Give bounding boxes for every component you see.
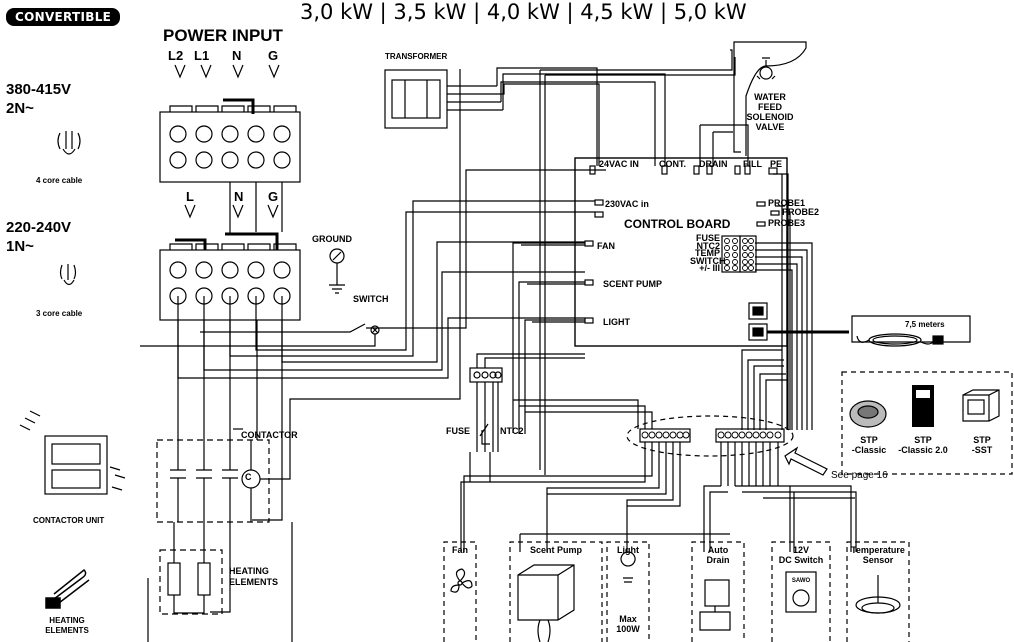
scent-pump-icon xyxy=(517,564,575,642)
power-options-title: 3,0 kW | 3,5 kW | 4,0 kW | 4,5 kW | 5,0 … xyxy=(300,0,747,24)
terminal-label: L2 xyxy=(168,48,184,63)
probe-label: PROBE2 xyxy=(782,207,820,217)
terminal-label: L xyxy=(186,189,194,204)
board-terminal-drain: DRAIN xyxy=(699,159,728,169)
phase-1phase: 1N~ xyxy=(6,238,34,255)
board-terminal-fill: FILL xyxy=(743,159,762,169)
convertible-badge: CONVERTIBLE xyxy=(6,8,121,26)
controller-label: STP-SST xyxy=(971,435,993,455)
terminal-block-3phase xyxy=(159,98,301,183)
terminal-label: N xyxy=(234,189,244,204)
contactor-label: CONTACTOR xyxy=(241,430,298,440)
ntc2-label: NTC2 xyxy=(500,426,524,436)
terminal-label: L1 xyxy=(194,48,210,63)
voltage-3phase: 380-415V xyxy=(6,81,72,98)
board-output-light: LIGHT xyxy=(603,317,630,327)
contactor-coil-label: C xyxy=(245,472,252,482)
contactor-unit-label: CONTACTOR UNIT xyxy=(33,516,105,525)
stp-classic-icon xyxy=(849,400,887,428)
switch-label: SWITCH xyxy=(353,294,389,304)
voltage-1phase: 220-240V xyxy=(6,219,72,236)
board-mains-in: 230VAC in xyxy=(605,199,649,209)
transformer-label: TRANSFORMER xyxy=(385,52,448,61)
drain-valve-icon xyxy=(699,579,731,631)
peripheral-fan-label: Fan xyxy=(451,545,468,555)
control-board-title: CONTROL BOARD xyxy=(624,217,731,231)
terminal-label: G xyxy=(268,48,279,63)
stp-sst-icon xyxy=(962,389,1000,422)
peripheral-scent-pump-label: Scent Pump xyxy=(529,545,582,555)
terminal-label: N xyxy=(232,48,242,63)
board-output-scent-pump: SCENT PUMP xyxy=(603,279,663,289)
probe-label: PROBE1 xyxy=(768,198,806,208)
stp-classic-2-icon xyxy=(912,385,934,427)
cable-length-label: 7,5 meters xyxy=(905,320,945,329)
controller-label: STP-Classic 2.0 xyxy=(898,435,948,455)
board-terminal-24vac: 24VAC IN xyxy=(599,159,639,169)
contactor-unit-icon xyxy=(19,410,126,495)
fan-icon xyxy=(450,568,473,593)
power-input-title: POWER INPUT xyxy=(163,26,283,45)
terminal-label: G xyxy=(268,189,279,204)
phase-3phase: 2N~ xyxy=(6,100,34,117)
board-terminal-cont: CONT. xyxy=(659,159,686,169)
light-bulb-icon xyxy=(620,551,636,583)
sawo-logo: SAWO xyxy=(791,578,811,584)
probe-label: PROBE3 xyxy=(768,218,806,228)
controller-label: STP-Classic xyxy=(851,435,887,455)
cable-icon xyxy=(856,333,944,347)
fuse-label: FUSE xyxy=(446,426,471,436)
cable-label-3core: 3 core cable xyxy=(36,309,83,318)
see-page-label: See page 16 xyxy=(831,470,888,481)
cable-label-4core: 4 core cable xyxy=(36,176,83,185)
dc-switch-icon xyxy=(785,571,817,613)
temperature-sensor-icon xyxy=(855,575,901,614)
board-output-fan: FAN xyxy=(597,241,615,251)
peripheral-light-label: Light xyxy=(617,545,639,555)
board-terminal-pe: PE xyxy=(770,159,783,169)
ground-label: GROUND xyxy=(312,234,352,244)
heating-element-icon xyxy=(45,568,90,609)
